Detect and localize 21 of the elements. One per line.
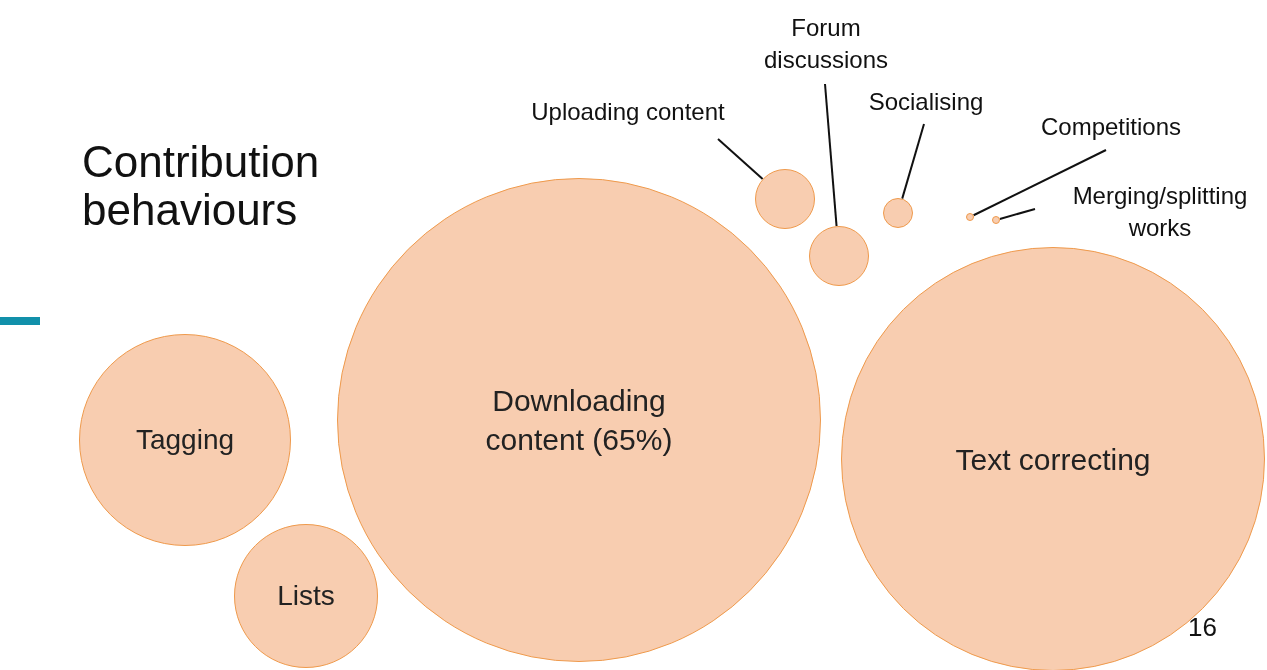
bubble-label: Lists — [277, 578, 335, 613]
callout-label: Socialising — [856, 86, 996, 118]
bubble-label: Text correcting — [955, 441, 1151, 478]
leader-line — [824, 83, 838, 228]
leader-line — [717, 138, 764, 180]
callout-label: Competitions — [1026, 111, 1196, 143]
leader-line — [972, 149, 1107, 217]
bubble — [809, 226, 869, 286]
bubble — [966, 213, 974, 221]
page-number: 16 — [1188, 612, 1217, 643]
slide-title: Contribution behaviours — [82, 138, 321, 234]
leader-line — [901, 123, 925, 200]
bubble-label: Downloading content (65%) — [484, 383, 674, 458]
leader-line — [998, 208, 1036, 220]
callout-label: Merging/splitting works — [1060, 180, 1260, 244]
bubble-label: Tagging — [135, 422, 235, 457]
bubble — [883, 198, 913, 228]
bubble — [755, 169, 815, 229]
bubble — [992, 216, 1000, 224]
callout-label: Uploading content — [508, 96, 748, 128]
callout-label: Forum discussions — [740, 12, 912, 76]
